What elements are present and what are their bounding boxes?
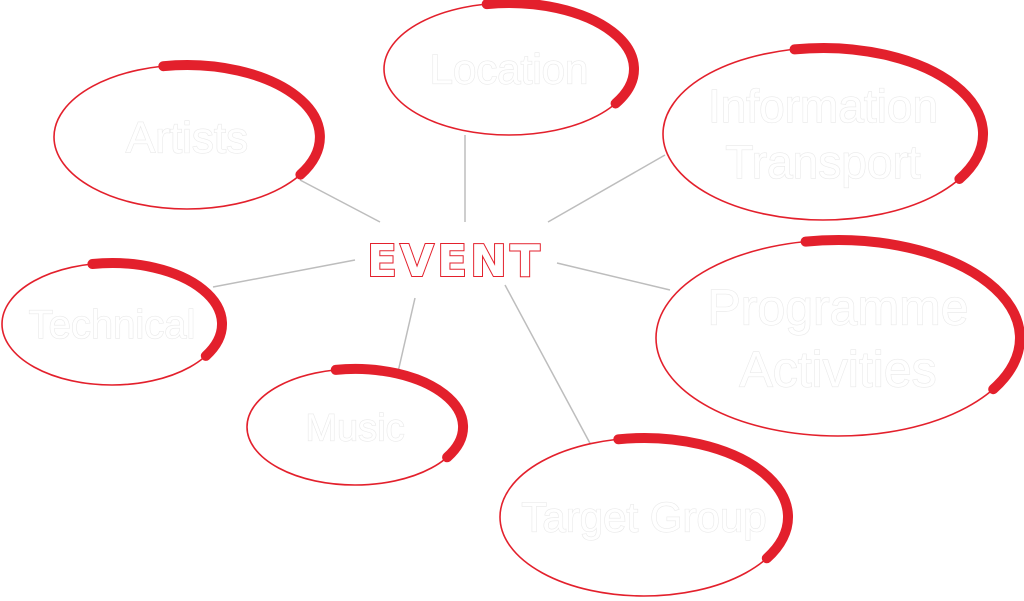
connector-artists <box>299 179 381 223</box>
bubble-label: Activities <box>739 342 936 398</box>
bubble-brush-accent <box>87 258 228 361</box>
bubble-technical: Technical <box>1 258 228 386</box>
bubble-label: Programme <box>707 280 968 336</box>
bubble-label: Music <box>305 407 404 449</box>
bubble-brush-accent <box>158 60 325 180</box>
bubble-brush-accent <box>481 0 639 109</box>
connector-music <box>397 297 416 373</box>
bubble-label: Artists <box>126 113 248 162</box>
bubble-label: Information <box>708 80 938 132</box>
center-node: EVENT <box>366 235 543 288</box>
bubble-brush-accent <box>330 363 469 463</box>
bubble-brush-accent <box>613 433 794 564</box>
bubble-brush-accent <box>789 43 988 184</box>
bubble-artists: Artists <box>53 60 325 210</box>
bubble-label: Target Group <box>521 494 766 541</box>
connector-information-transport <box>547 154 666 223</box>
bubble-brush-accent <box>800 235 1024 395</box>
connector-technical <box>212 259 356 288</box>
bubble-music: Music <box>246 363 469 486</box>
bubble-label: Location <box>430 46 589 93</box>
bubble-label: Technical <box>29 303 196 347</box>
connector-target-group <box>504 284 593 448</box>
connector-programme-activities <box>556 262 671 291</box>
bubble-location: Location <box>383 0 639 136</box>
bubble-label: Transport <box>725 136 920 188</box>
center-label: EVENT <box>367 236 543 287</box>
connectors <box>212 135 671 448</box>
bubble-target-group: Target Group <box>499 433 794 597</box>
